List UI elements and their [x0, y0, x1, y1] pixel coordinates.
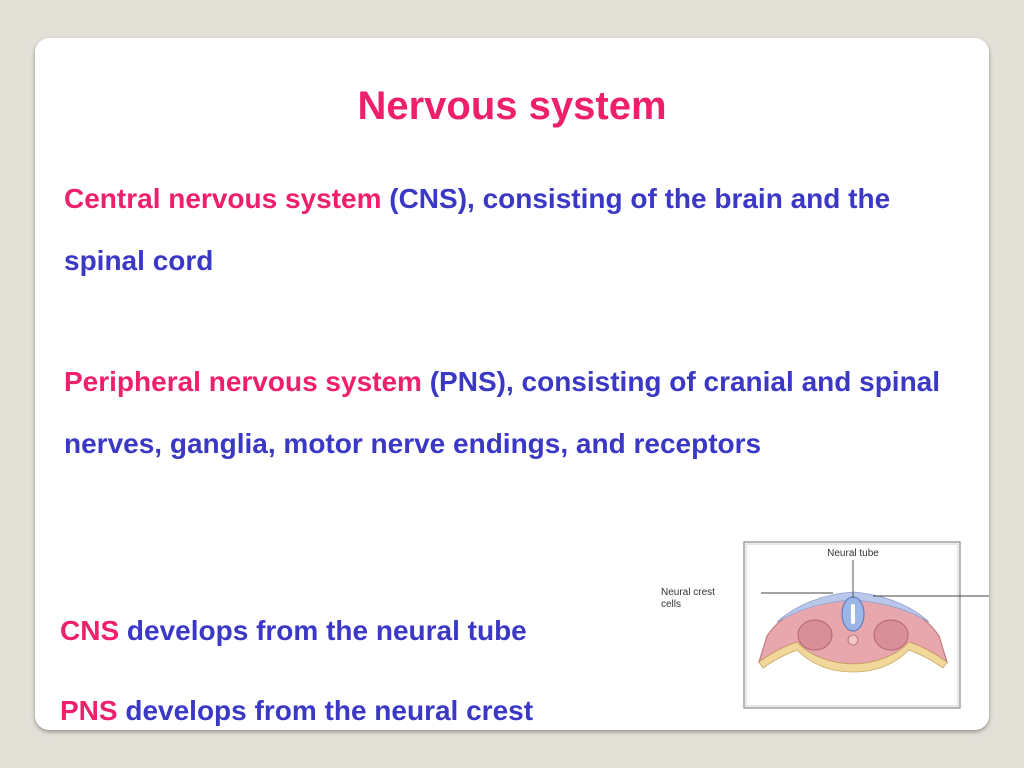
cns-origin-term: CNS	[60, 615, 120, 646]
cns-origin-line: CNS develops from the neural tube	[60, 613, 527, 649]
cns-origin-text: develops from the neural tube	[119, 615, 527, 646]
left-somite-shape	[797, 619, 833, 651]
pns-description: (PNS), consisting of cranial and spinal …	[64, 366, 941, 459]
neural-tube-illustration: Neural tube Neural crest cells	[661, 541, 989, 709]
pns-paragraph: Peripheral nervous system (PNS), consist…	[64, 351, 964, 475]
embryo-rim-shape	[758, 641, 948, 673]
neural-tube-label: Neural tube	[827, 548, 879, 559]
neural-crest-label-line2: cells	[661, 599, 681, 610]
pns-origin-line: PNS develops from the neural crest	[60, 693, 533, 729]
neural-tube-diagram: Neural tube Neural crest cells	[657, 538, 989, 714]
cns-paragraph: Central nervous system (CNS), consisting…	[64, 168, 964, 292]
notochord-shape	[847, 634, 859, 646]
cns-description: (CNS), consisting of the brain and the s…	[64, 183, 891, 276]
right-somite-shape	[873, 619, 909, 651]
pns-origin-term: PNS	[60, 695, 118, 726]
slide-title: Nervous system	[357, 84, 667, 128]
slide: Nervous system Central nervous system (C…	[35, 38, 989, 730]
neural-crest-label-line1: Neural crest	[661, 587, 715, 598]
pns-origin-text: develops from the neural crest	[117, 695, 534, 726]
pns-term: Peripheral nervous system	[64, 366, 422, 397]
cns-term: Central nervous system	[64, 183, 382, 214]
